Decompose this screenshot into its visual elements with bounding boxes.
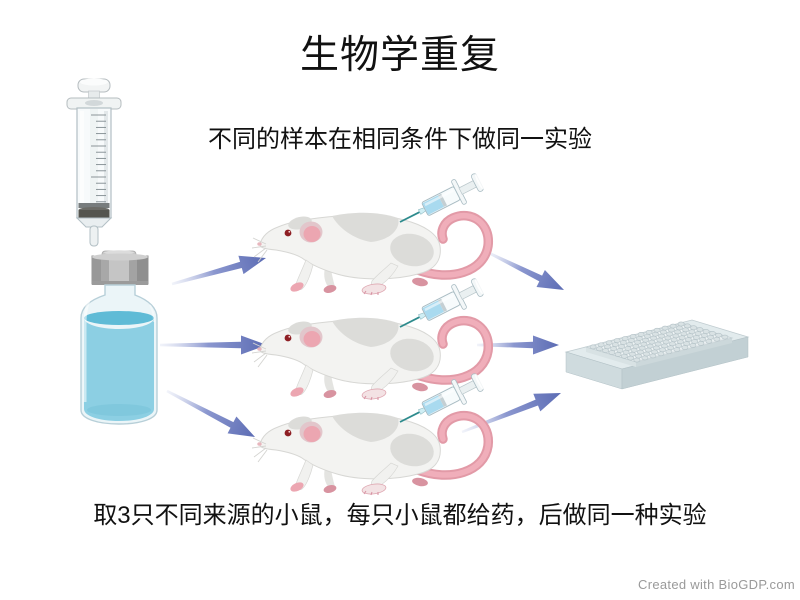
subtitle-text: 不同的样本在相同条件下做同一实验 <box>208 126 592 153</box>
vial-cap <box>91 253 149 285</box>
plate-wells <box>589 321 729 363</box>
96-well-plate-icon <box>564 319 750 390</box>
flow-arrow-4 <box>486 250 564 290</box>
watermark-credit: Created with BioGDP.com <box>638 577 795 592</box>
vial-icon <box>80 250 158 425</box>
mouse-with-syringe-3 <box>252 360 502 505</box>
syringe-graduations <box>91 114 106 203</box>
flow-arrow-2 <box>160 335 267 355</box>
flow-arrow-1 <box>171 255 266 286</box>
flow-arrow-3 <box>166 389 255 437</box>
flow-arrow-5 <box>477 335 559 355</box>
vial-liquid <box>84 318 154 421</box>
syringe-icon <box>66 78 122 247</box>
page-title: 生物学重复 <box>299 34 500 77</box>
caption-text: 取3只不同来源的小鼠，每只小鼠都给药，后做同一种实验 <box>93 502 707 529</box>
